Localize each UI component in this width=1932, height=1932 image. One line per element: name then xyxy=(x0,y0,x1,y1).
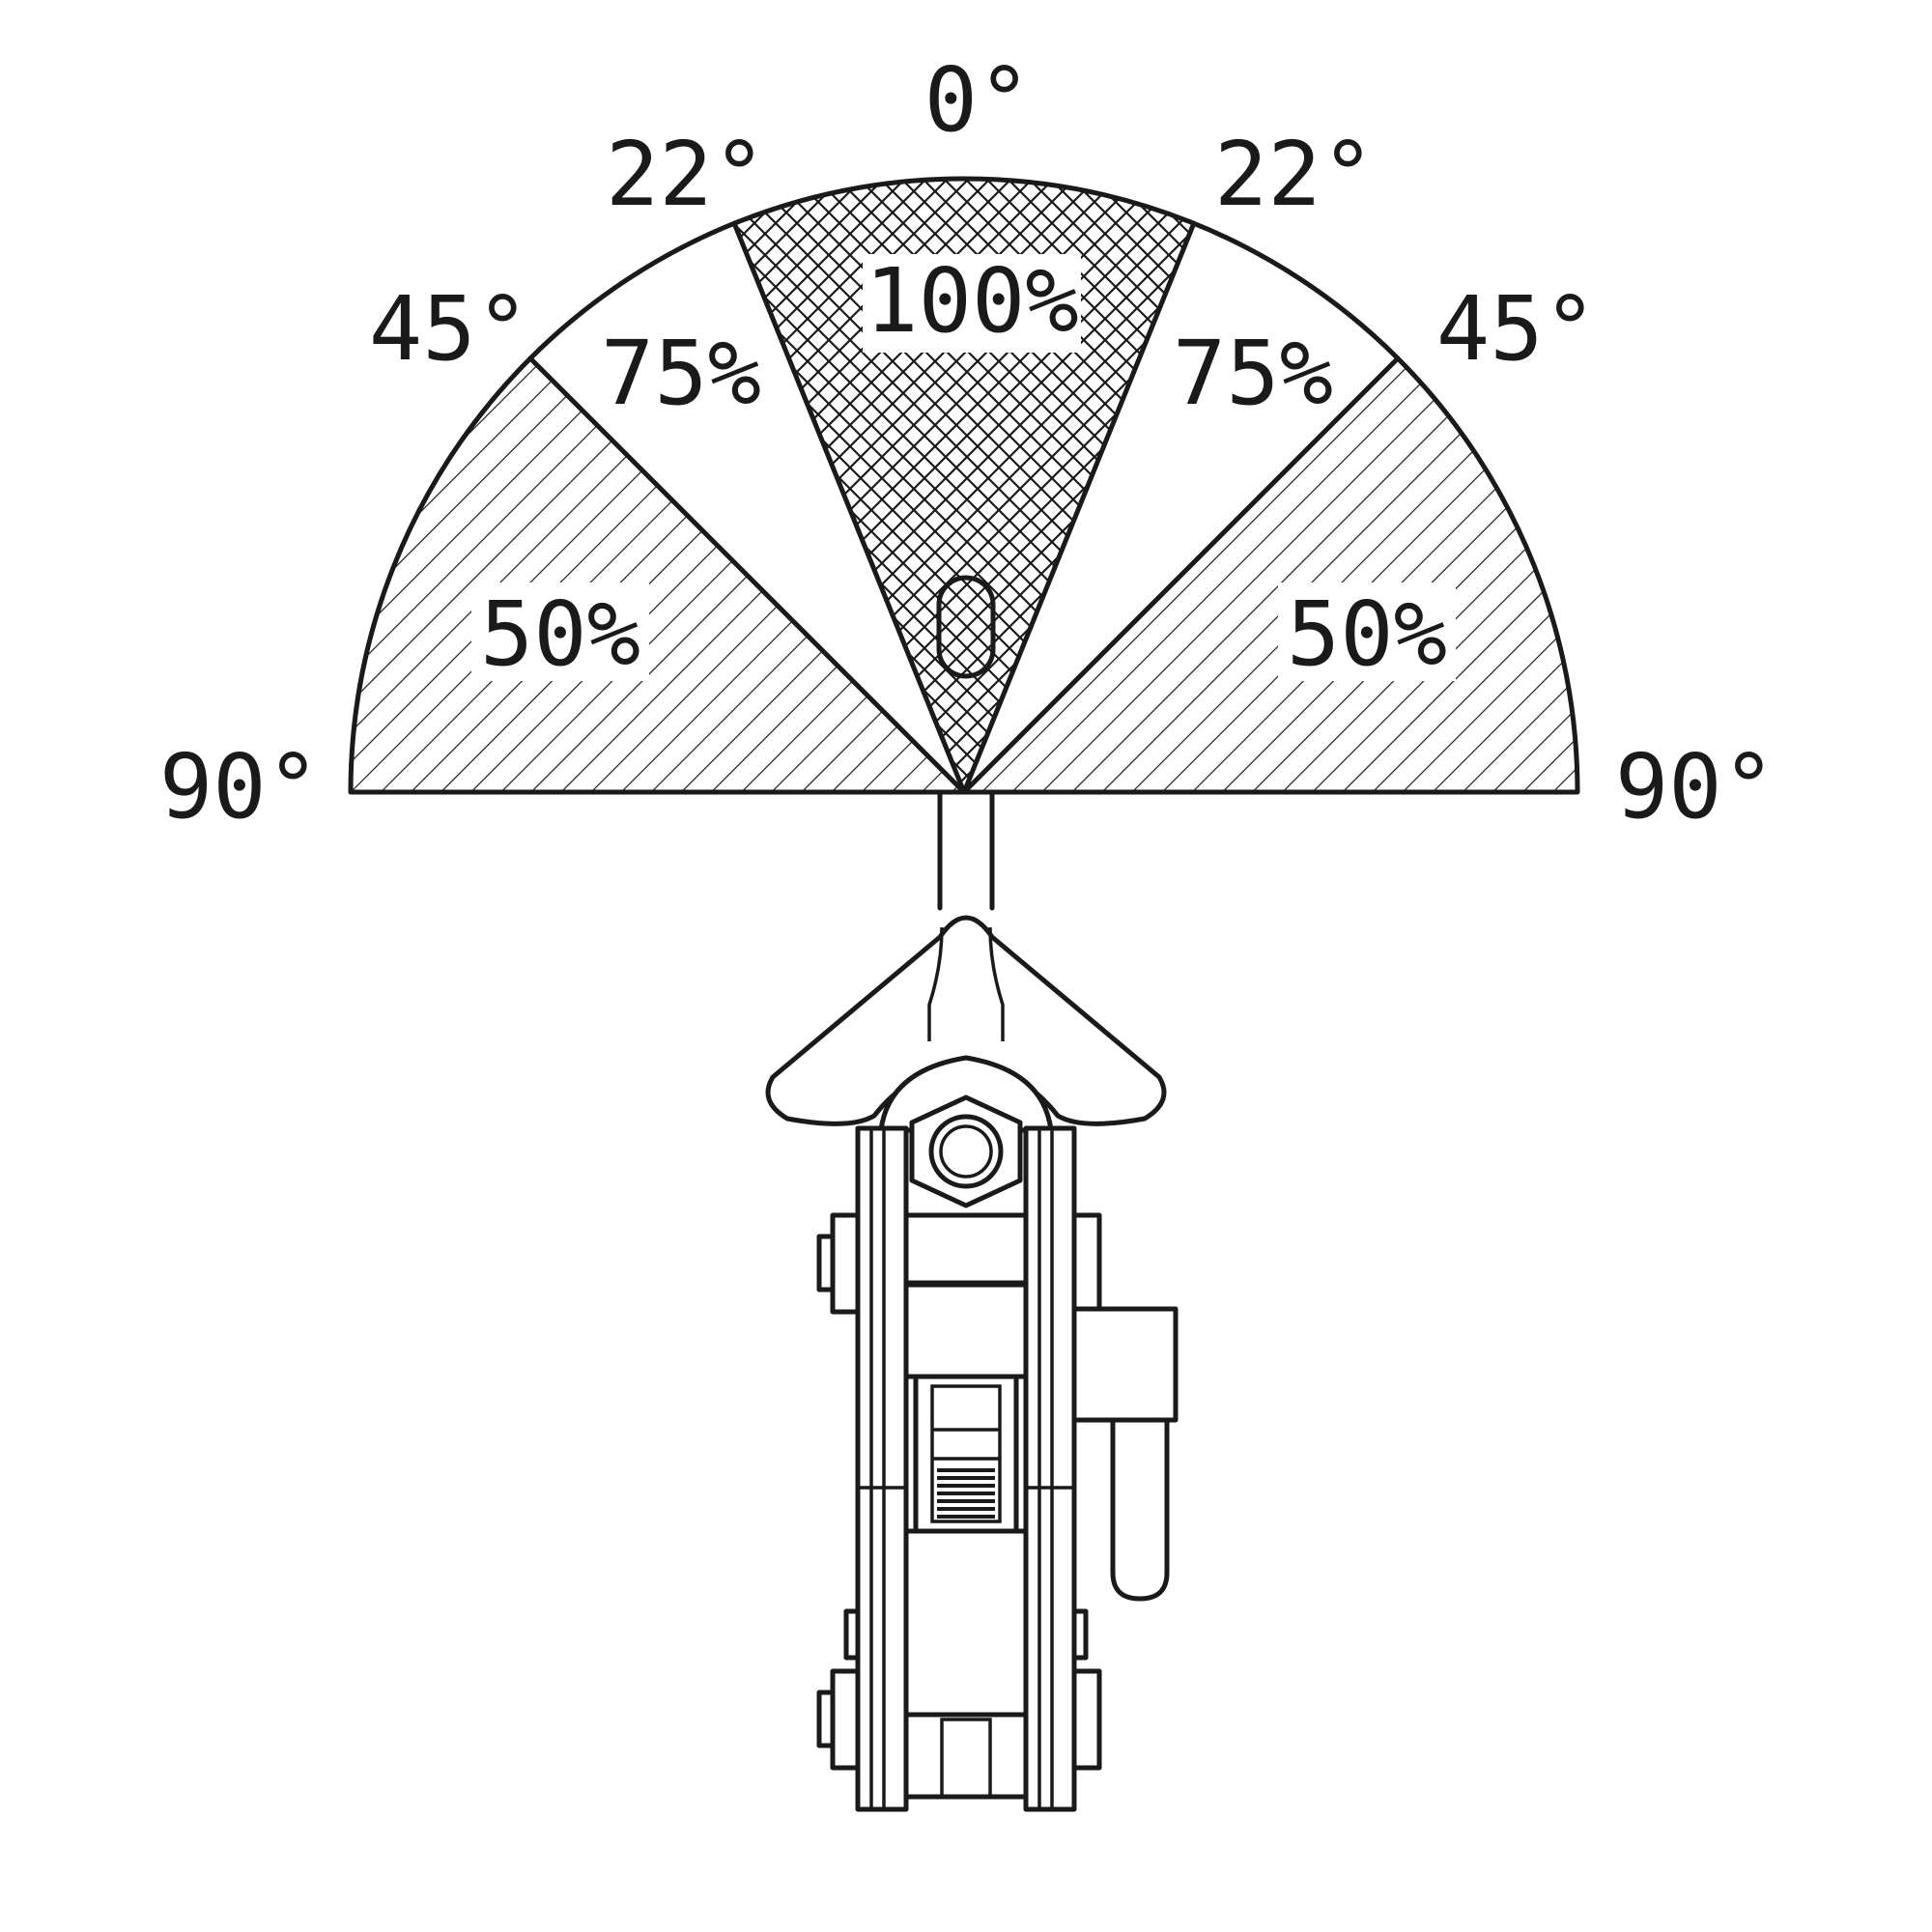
angle-label-90-right: 90° xyxy=(1615,735,1776,838)
side-plate-left xyxy=(855,1125,909,1812)
angle-label-0: 0° xyxy=(924,48,1032,152)
angle-label-22-right: 22° xyxy=(1214,123,1375,226)
side-nut-right-mid xyxy=(1071,1608,1089,1661)
top-cap xyxy=(878,1055,1054,1133)
label-bg-100 xyxy=(863,254,1081,353)
body-block xyxy=(903,1282,1029,1379)
lifting-clamp xyxy=(765,575,1179,1812)
lever-housing xyxy=(1071,1306,1179,1423)
side-nut-left-bottom xyxy=(830,1668,861,1771)
zone-inner-left xyxy=(529,223,964,792)
zone-outer-left xyxy=(351,357,964,792)
side-nut-right-top xyxy=(1071,1212,1102,1315)
side-nut-left-mid xyxy=(843,1608,861,1661)
semicircle-outline xyxy=(348,176,1580,795)
ray-right-45 xyxy=(961,355,1401,795)
angle-label-90-left: 90° xyxy=(159,735,320,838)
zone-label-50-left: 50% xyxy=(480,582,640,686)
angle-label-45-left: 45° xyxy=(369,277,529,381)
ray-left-45 xyxy=(527,355,967,795)
label-bg-50-left xyxy=(471,582,649,681)
zone-outer-right xyxy=(964,357,1577,792)
bolt-head xyxy=(928,1114,1004,1189)
angle-label-45-right: 45° xyxy=(1436,277,1597,381)
shank xyxy=(937,791,995,911)
zone-label-75-left: 75% xyxy=(601,322,761,425)
nut-icon xyxy=(909,1094,1023,1208)
cam-teeth xyxy=(937,1468,995,1519)
body-upper xyxy=(903,1212,1029,1286)
zone-label-100: 100% xyxy=(865,249,1079,353)
side-nut-right-bottom xyxy=(1071,1668,1102,1771)
body-lower xyxy=(903,1528,1029,1718)
ray-left-22 xyxy=(731,220,967,795)
zone-inner-right xyxy=(964,223,1399,792)
zone-label-50-right: 50% xyxy=(1287,582,1447,686)
lifting-eye xyxy=(936,575,996,679)
ray-right-22 xyxy=(961,220,1197,795)
lever-handle-icon xyxy=(1110,1417,1170,1602)
side-nut-left-top xyxy=(830,1212,861,1315)
angle-rays xyxy=(527,220,1401,795)
jaw-bottom xyxy=(903,1712,1029,1800)
angle-label-22-left: 22° xyxy=(606,123,766,226)
side-plate-right xyxy=(1023,1125,1077,1812)
label-bg-50-right xyxy=(1278,582,1456,681)
zone-label-75-right: 75% xyxy=(1173,322,1333,425)
